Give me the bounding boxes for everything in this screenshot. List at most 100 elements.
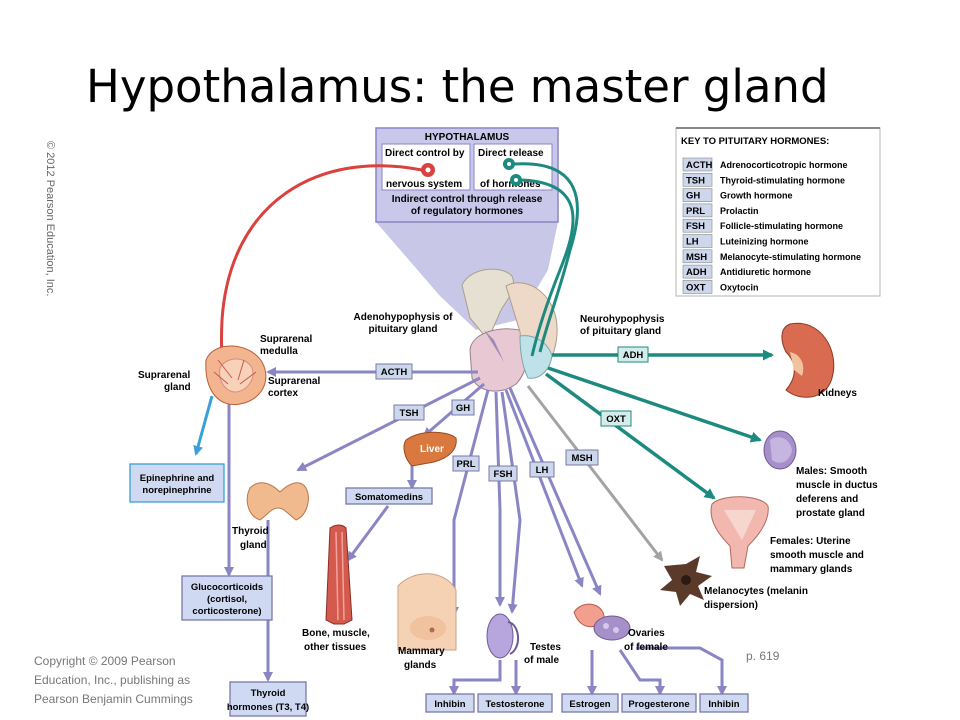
oxt-arrow-females <box>544 372 716 500</box>
arrows-adenohypophysis <box>266 367 602 617</box>
product-inhibin-f: Inhibin <box>699 693 749 713</box>
svg-text:(cortisol,: (cortisol, <box>207 594 247 605</box>
key-row: MSH Melanocyte-stimulating hormone <box>682 249 861 264</box>
supra-medulla-1: Suprarenal <box>260 334 312 345</box>
svg-text:Inhibin: Inhibin <box>708 699 739 710</box>
liver-icon <box>403 431 457 467</box>
key-abbr-box <box>682 218 713 233</box>
key-name: Follicle-stimulating hormone <box>720 221 843 231</box>
key-abbr: ADH <box>686 267 707 278</box>
hypothalamus-left-line1: Direct control by <box>385 148 465 159</box>
axon-teal-2 <box>519 178 575 357</box>
key-name: Antidiuretic hormone <box>720 267 811 277</box>
product-thyroid-hormones: Thyroid hormones (T3, T4) <box>227 681 309 717</box>
key-name: Melanocyte-stimulating hormone <box>720 252 861 262</box>
key-abbr-box <box>682 173 713 187</box>
product-progesterone: Progesterone <box>621 693 697 713</box>
hormone-tag-oxt: OXT <box>600 410 632 427</box>
females-label-2: smooth muscle and <box>770 550 864 561</box>
product-somatomedins: Somatomedins <box>345 487 433 505</box>
hypothalamus-right-line2: of hormones <box>480 179 541 190</box>
product-glucocorticoids: Glucocorticoids(cortisol,corticosterone) <box>181 575 273 621</box>
pituitary-gland <box>461 268 558 392</box>
key-abbr-box <box>682 203 713 218</box>
thyroid-label-2: gland <box>240 540 267 551</box>
svg-text:OXT: OXT <box>606 414 626 425</box>
key-abbr-box <box>682 234 713 248</box>
svg-text:Thyroid: Thyroid <box>251 688 286 699</box>
hypothalamus-left-line2: nervous system <box>386 179 462 190</box>
thyroid-label-1: Thyroid <box>232 526 269 537</box>
males-label-1: Males: Smooth <box>796 466 867 477</box>
testes-label-2: of male <box>524 655 559 666</box>
hormone-tag-gh: GH <box>451 399 475 416</box>
supra-cortex-1: Suprarenal <box>268 376 320 387</box>
thyroid-icon <box>246 482 309 521</box>
hormone-tag-tsh: TSH <box>393 404 425 421</box>
supra-cortex-2: cortex <box>268 388 298 399</box>
svg-text:Testosterone: Testosterone <box>486 699 545 710</box>
supra-gland-1: Suprarenal <box>138 370 190 381</box>
melanocytes-label-2: dispersion) <box>704 600 758 611</box>
svg-text:Estrogen: Estrogen <box>569 699 610 710</box>
ovaries-label-1: Ovaries <box>628 628 665 639</box>
prostate-icon <box>763 430 797 470</box>
footer-copyright: Copyright © 2009 Pearson Education, Inc.… <box>34 654 193 706</box>
key-abbr: LH <box>686 237 699 248</box>
key-name: Prolactin <box>720 206 759 216</box>
svg-text:norepinephrine: norepinephrine <box>142 485 211 496</box>
organ-labels: Adenohypophysis of pituitary gland Neuro… <box>138 312 878 671</box>
product-inhibin-m: Inhibin <box>425 693 475 713</box>
testes-icon <box>486 613 519 659</box>
key-heading: KEY TO PITUITARY HORMONES: <box>681 136 829 147</box>
neuro-label-1: Neurohypophysis <box>580 314 665 325</box>
hormone-tag-acth: ACTH <box>375 363 413 380</box>
secretory-neurons-teal <box>503 158 522 186</box>
key-name: Oxytocin <box>720 282 759 292</box>
msh-arrow <box>526 385 664 562</box>
males-label-2: muscle in ductus <box>796 480 878 491</box>
key-abbr: MSH <box>686 252 707 263</box>
mammary-label-2: glands <box>404 660 437 671</box>
epinephrine-arrow <box>193 395 214 456</box>
svg-text:Somatomedins: Somatomedins <box>355 492 423 503</box>
svg-text:GH: GH <box>456 403 470 414</box>
key-name: Luteinizing hormone <box>720 237 809 247</box>
svg-text:corticosterone): corticosterone) <box>192 606 261 617</box>
hypothalamus-indirect-line2: of regulatory hormones <box>411 206 524 217</box>
kidneys-label: Kidneys <box>818 388 857 399</box>
melanocytes-label-1: Melanocytes (melanin <box>704 586 808 597</box>
muscle-bone-icon <box>325 524 353 625</box>
svg-text:Inhibin: Inhibin <box>434 699 465 710</box>
hormone-tag-adh: ADH <box>617 346 649 363</box>
supra-gland-2: gland <box>164 382 191 393</box>
key-abbr: PRL <box>686 206 705 217</box>
svg-text:ACTH: ACTH <box>381 367 408 378</box>
axon-teal-1 <box>513 162 579 353</box>
svg-text:LH: LH <box>536 465 549 476</box>
key-row: ADH Antidiuretic hormone <box>682 264 811 279</box>
uterus-icon <box>710 496 769 569</box>
svg-text:hormones (T3, T4): hormones (T3, T4) <box>227 702 309 713</box>
hypothalamus-right-line1: Direct release <box>478 148 544 159</box>
females-label-3: mammary glands <box>770 564 853 575</box>
supra-medulla-2: medulla <box>260 346 298 357</box>
key-abbr: FSH <box>686 221 705 232</box>
hormone-tag-lh: LH <box>529 461 555 478</box>
slide-title: Hypothalamus: the master gland <box>86 60 829 113</box>
svg-text:TSH: TSH <box>400 408 419 419</box>
key-row: LH Luteinizing hormone <box>682 234 809 248</box>
svg-text:FSH: FSH <box>494 469 513 480</box>
page-reference: p. 619 <box>746 649 780 663</box>
mammary-icon <box>397 573 457 651</box>
svg-text:PRL: PRL <box>457 459 476 470</box>
bone-label-2: other tissues <box>304 642 367 653</box>
